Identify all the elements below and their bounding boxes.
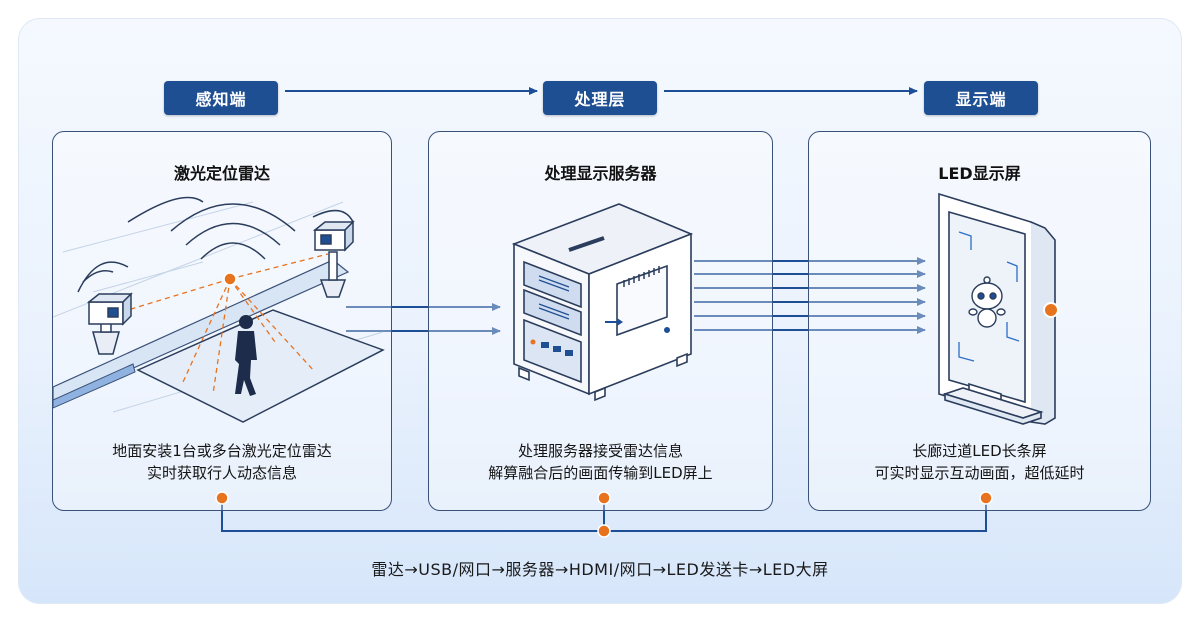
panel-display-description: 长廊过道LED长条屏 可实时显示互动画面，超低延时 <box>809 440 1150 484</box>
radar-scene-illustration <box>53 196 385 423</box>
panel-display-desc-line-2: 可实时显示互动画面，超低延时 <box>874 464 1085 482</box>
panel-processing-desc-line-1: 处理服务器接受雷达信息 <box>517 442 683 460</box>
tag-perception-label: 感知端 <box>195 90 247 109</box>
tag-display-label: 显示端 <box>955 90 1007 109</box>
radar-wave-icon <box>77 196 354 293</box>
flow-caption: 雷达→USB/网口→服务器→HDMI/网口→LED发送卡→LED大屏 <box>371 560 829 579</box>
radar-sensor-icon <box>86 292 133 355</box>
panel-display-title: LED显示屏 <box>938 164 1021 183</box>
panel-processing: 处理显示服务器 <box>428 131 773 511</box>
panel-processing-title: 处理显示服务器 <box>544 164 657 183</box>
server-cabinet-icon <box>511 203 694 402</box>
tag-display: 显示端 <box>924 81 1038 115</box>
tag-processing-label: 处理层 <box>574 90 626 109</box>
panel-perception-description: 地面安装1台或多台激光定位雷达 实时获取行人动态信息 <box>53 440 391 484</box>
display-input-node <box>1043 302 1059 318</box>
laser-emitter-dot <box>223 272 237 286</box>
panel-display: LED显示屏 <box>808 131 1151 511</box>
panel-perception-desc-line-1: 地面安装1台或多台激光定位雷达 <box>112 442 332 460</box>
tag-perception: 感知端 <box>164 81 278 115</box>
panel-perception: 激光定位雷达 <box>52 131 392 511</box>
panel-processing-description: 处理服务器接受雷达信息 解算融合后的画面传输到LED屏上 <box>429 440 772 484</box>
panel-display-desc-line-1: 长廊过道LED长条屏 <box>912 442 1047 460</box>
tag-processing: 处理层 <box>543 81 657 115</box>
panel-perception-desc-line-2: 实时获取行人动态信息 <box>146 464 297 482</box>
robot-mascot-icon <box>968 276 1006 328</box>
laser-beam-lines <box>127 253 329 395</box>
person-icon <box>235 315 257 396</box>
led-screen-icon <box>938 192 1059 425</box>
arrows-server-to-led <box>694 257 926 334</box>
panel-perception-title: 激光定位雷达 <box>173 164 270 183</box>
panel-processing-desc-line-2: 解算融合后的画面传输到LED屏上 <box>488 464 713 482</box>
radar-sensor-icon <box>312 220 355 298</box>
